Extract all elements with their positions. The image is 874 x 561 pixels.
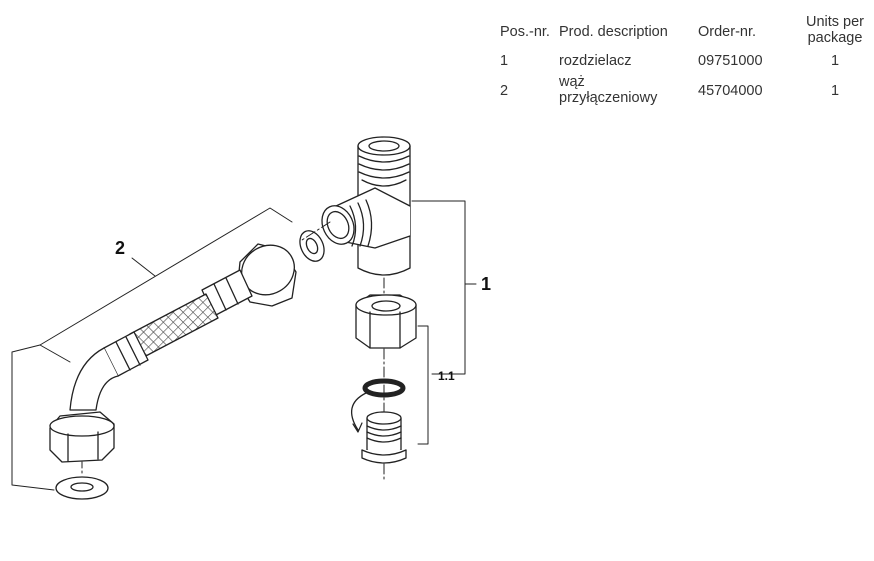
leader-lines (11, 200, 477, 491)
row-2-description: wąż przyłączeniowy (559, 74, 658, 106)
row-1-units: 1 (830, 53, 840, 69)
rotation-arrow (350, 392, 367, 431)
header-description: Prod. description (559, 24, 668, 40)
header-pos: Pos.-nr. (500, 24, 550, 40)
callout-1-1: 1.1 (438, 369, 455, 383)
row-2-units: 1 (830, 83, 840, 99)
distributor-tee (321, 136, 411, 276)
header-order: Order-nr. (698, 24, 757, 40)
row-2-pos: 2 (500, 83, 509, 99)
hex-nut (355, 294, 417, 349)
callout-2: 2 (115, 238, 125, 258)
row-1-pos: 1 (500, 53, 509, 69)
header-units: Units per package (805, 14, 865, 46)
connection-hose (49, 230, 325, 500)
threaded-nipple (361, 411, 407, 464)
row-1-description: rozdzielacz (559, 53, 632, 69)
row-2-order: 45704000 (698, 83, 763, 99)
callout-1: 1 (481, 274, 491, 294)
row-1-order: 09751000 (698, 53, 763, 69)
